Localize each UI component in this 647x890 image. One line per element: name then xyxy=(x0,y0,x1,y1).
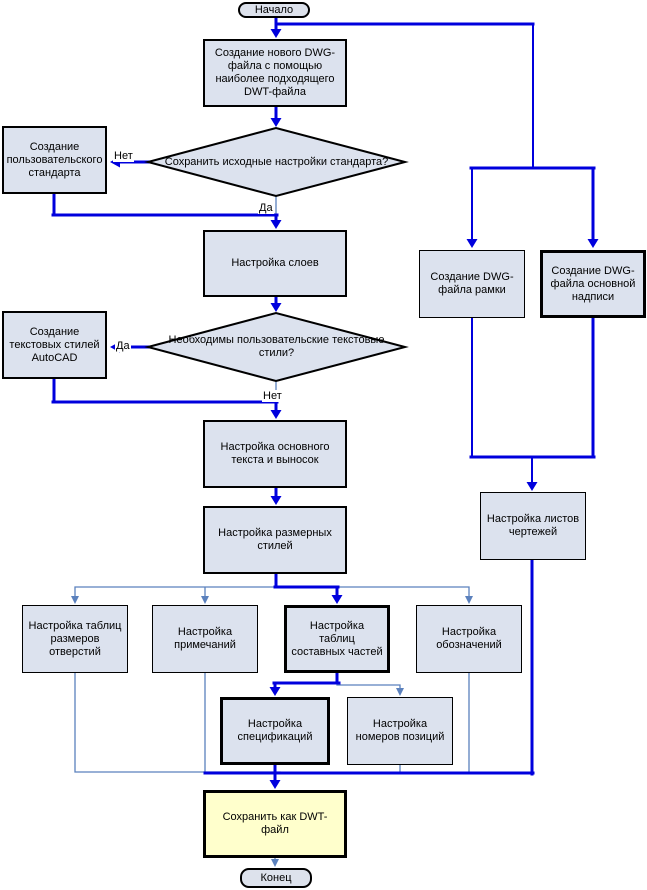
node-label: Сохранить исходные настройки стандарта? xyxy=(164,155,389,168)
edge-label-yes-1: Да xyxy=(258,202,274,214)
flowchart-node-notes: Настройка примечаний xyxy=(152,605,258,673)
connector-autocad-join xyxy=(51,377,279,413)
node-label: Настройка основного текста и выносок xyxy=(220,441,330,466)
arrowhead xyxy=(269,687,281,696)
flowchart-node-symbols: Настройка обозначений xyxy=(416,605,522,673)
arrowhead xyxy=(466,239,478,248)
flowchart-node-titleblock-dwg: Создание DWG-файла основной надписи xyxy=(540,250,646,318)
arrowhead xyxy=(587,239,599,248)
arrowhead xyxy=(270,303,282,312)
connector-titleblock-down xyxy=(469,316,596,459)
arrowhead xyxy=(331,595,343,604)
connector-parts-to-specs xyxy=(272,671,341,691)
node-label: Настройка листов чертежей xyxy=(486,513,580,538)
arrowhead xyxy=(270,410,282,419)
connector-dimstyles-to-parts xyxy=(273,572,340,597)
arrowhead xyxy=(270,118,282,127)
flowchart-node-sheets: Настройка листов чертежей xyxy=(480,492,586,560)
node-label: Настройка обозначений xyxy=(436,626,502,651)
node-label: Настройка размерных стилей xyxy=(218,527,332,552)
connector-to-item-numbers xyxy=(336,684,401,689)
edge-label-no-1: Нет xyxy=(113,150,134,162)
decision-need-text-styles-shape xyxy=(144,311,409,383)
edge-label-yes-2: Да xyxy=(115,340,131,352)
arrowhead xyxy=(465,596,473,604)
node-label: Настройка примечаний xyxy=(174,626,236,651)
node-label: Настройка номеров позиций xyxy=(355,718,445,743)
node-label: Конец xyxy=(260,872,292,884)
arrowhead xyxy=(269,780,281,789)
edge-label-no-2: Нет xyxy=(262,390,283,402)
arrowhead xyxy=(270,220,282,229)
flowchart-node-specifications: Настройка спецификаций xyxy=(220,697,330,765)
connector-custom-std-join xyxy=(51,192,279,223)
flowchart-node-parts-tables: Настройка таблиц составных частей xyxy=(284,605,390,673)
node-label: Создание пользовательского стандарта xyxy=(6,140,103,179)
decision-keep-settings-shape xyxy=(144,126,409,198)
flowchart-node-create-dwg: Создание нового DWG-файла с помощью наиб… xyxy=(203,39,347,107)
node-label: Создание DWG-файла рамки xyxy=(430,271,514,296)
flowchart-node-item-numbers: Настройка номеров позиций xyxy=(347,697,453,765)
decision-need-text-styles-label: Необходимы пользовательские текстовые ст… xyxy=(160,321,393,373)
node-label: Необходимы пользовательские текстовые ст… xyxy=(168,334,385,359)
arrowhead xyxy=(201,596,209,604)
flowchart-node-custom-standard: Создание пользовательского стандарта xyxy=(2,126,107,194)
arrowhead xyxy=(270,29,282,38)
connector-fanout-row1 xyxy=(74,586,470,597)
arrowhead xyxy=(526,482,538,491)
node-label: Настройка таблиц размеров отверстий xyxy=(28,619,122,658)
arrowhead xyxy=(396,688,404,696)
arrowhead xyxy=(71,596,79,604)
connector-merge-thin xyxy=(74,672,470,773)
flowchart-node-save-dwt: Сохранить как DWT-файл xyxy=(203,790,347,858)
node-label: Начало xyxy=(254,4,294,16)
flowchart-node-start: Начало xyxy=(238,2,310,18)
arrowhead xyxy=(270,496,282,505)
node-label: Настройка слоев xyxy=(231,257,319,269)
flowchart-node-main-text: Настройка основного текста и выносок xyxy=(203,420,347,488)
flowchart-node-end: Конец xyxy=(240,868,312,888)
node-label: Создание текстовых стилей AutoCAD xyxy=(9,325,100,364)
node-label: Создание DWG-файла основной надписи xyxy=(550,264,636,303)
flowchart-node-frame-dwg: Создание DWG-файла рамки xyxy=(419,250,525,318)
node-label: Настройка спецификаций xyxy=(237,718,313,743)
node-label: Создание нового DWG-файла с помощью наиб… xyxy=(214,47,336,98)
node-label: Настройка таблиц составных частей xyxy=(291,619,383,658)
node-label: Сохранить как DWT-файл xyxy=(222,811,328,836)
flowchart-node-autocad-text-styles: Создание текстовых стилей AutoCAD xyxy=(2,311,107,379)
flowchart-node-dim-styles: Настройка размерных стилей xyxy=(203,506,347,574)
decision-keep-settings-label: Сохранить исходные настройки стандарта? xyxy=(160,136,393,188)
arrowhead xyxy=(271,859,279,867)
flowchart-node-layers: Настройка слоев xyxy=(203,230,347,297)
flowchart-node-hole-tables: Настройка таблиц размеров отверстий xyxy=(22,605,128,673)
